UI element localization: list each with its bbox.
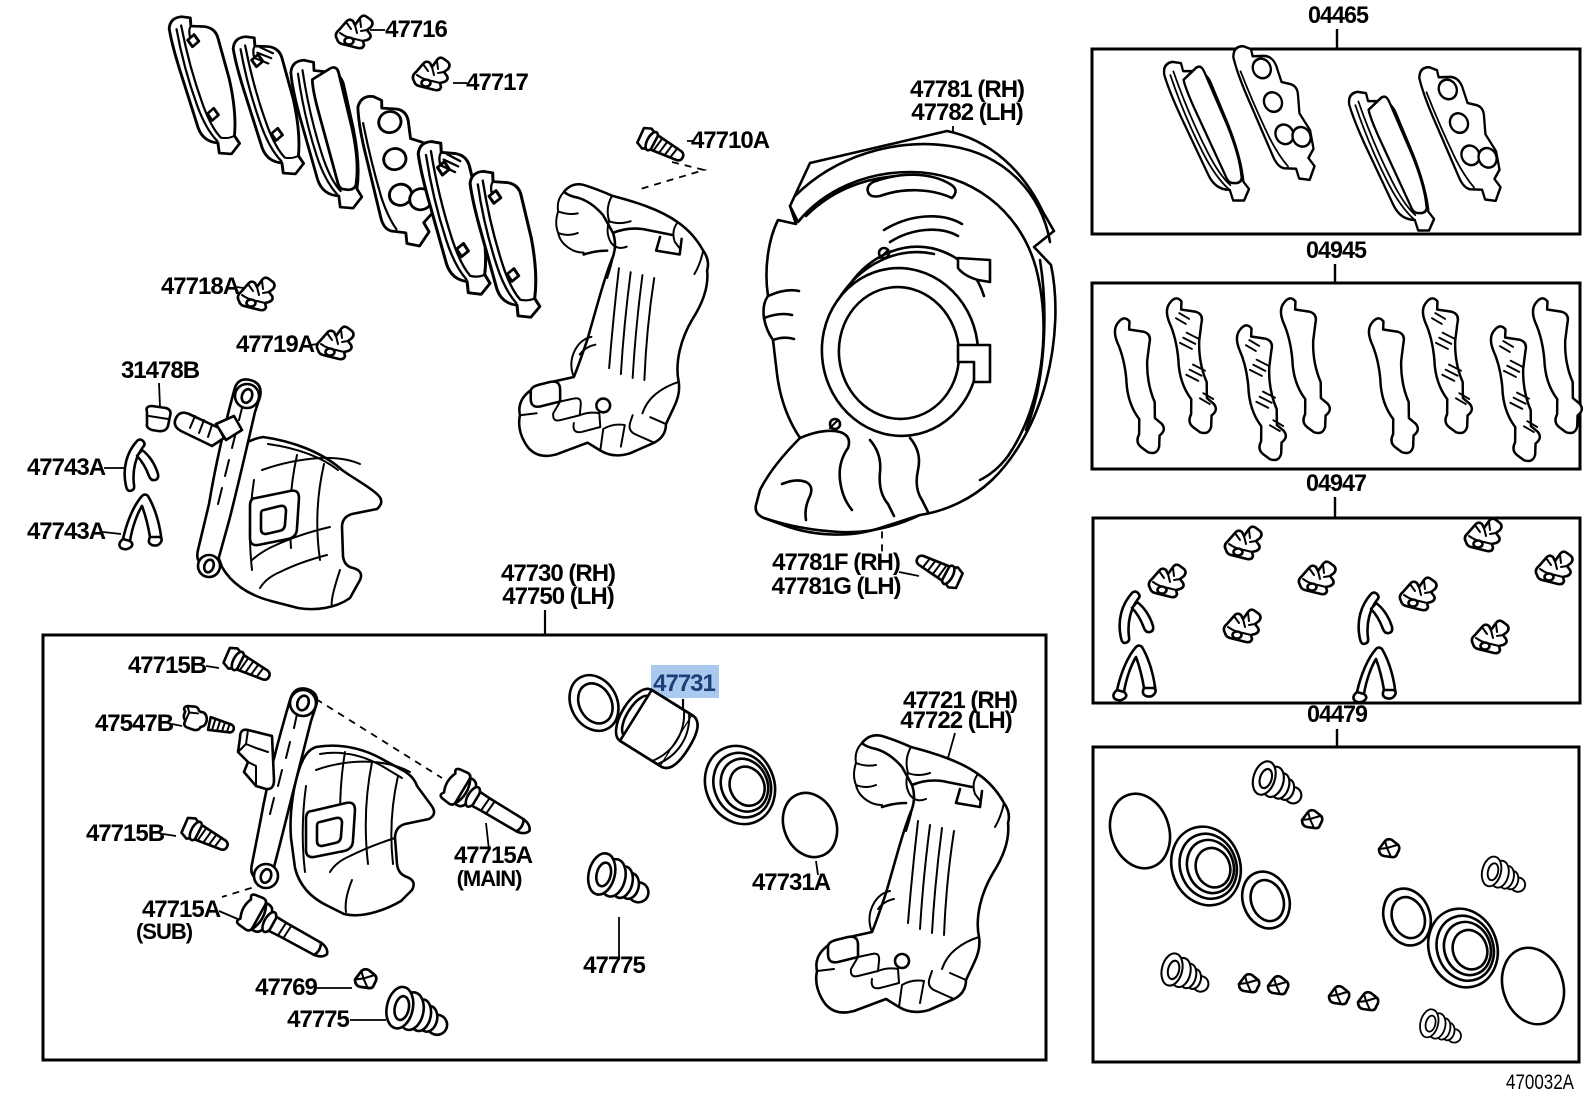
svg-text:47710A: 47710A (691, 127, 770, 154)
svg-text:47775: 47775 (583, 952, 645, 979)
svg-text:47782 (LH): 47782 (LH) (911, 99, 1022, 126)
svg-text:47722 (LH): 47722 (LH) (900, 707, 1011, 734)
svg-text:47717: 47717 (466, 69, 528, 96)
svg-text:47715B: 47715B (86, 820, 165, 847)
svg-text:47731: 47731 (653, 670, 715, 697)
svg-text:31478B: 31478B (121, 357, 200, 384)
svg-text:04945: 04945 (1306, 237, 1367, 264)
svg-text:47547B: 47547B (95, 710, 174, 737)
svg-text:47719A: 47719A (236, 331, 315, 358)
svg-text:47743A: 47743A (27, 518, 106, 545)
svg-text:47731A: 47731A (752, 869, 831, 896)
svg-text:47716: 47716 (385, 16, 447, 43)
svg-text:47769: 47769 (255, 974, 317, 1001)
svg-text:47721 (RH): 47721 (RH) (903, 687, 1017, 714)
svg-text:47775: 47775 (287, 1006, 349, 1033)
svg-text:47781F (RH): 47781F (RH) (772, 549, 900, 576)
svg-text:04479: 04479 (1307, 701, 1368, 728)
svg-text:47743A: 47743A (27, 454, 106, 481)
svg-text:47781 (RH): 47781 (RH) (910, 76, 1024, 103)
svg-text:(MAIN): (MAIN) (457, 866, 523, 891)
svg-text:47781G (LH): 47781G (LH) (771, 573, 900, 600)
svg-text:04465: 04465 (1308, 2, 1369, 29)
svg-text:47730 (RH): 47730 (RH) (501, 560, 615, 587)
svg-text:04947: 04947 (1306, 470, 1367, 497)
svg-text:47715A: 47715A (454, 842, 533, 869)
svg-text:47715B: 47715B (128, 652, 207, 679)
svg-text:47750 (LH): 47750 (LH) (502, 583, 613, 610)
svg-text:47715A: 47715A (142, 896, 221, 923)
svg-text:470032A: 470032A (1506, 1071, 1574, 1094)
svg-text:(SUB): (SUB) (136, 919, 193, 944)
svg-text:47718A: 47718A (161, 273, 240, 300)
